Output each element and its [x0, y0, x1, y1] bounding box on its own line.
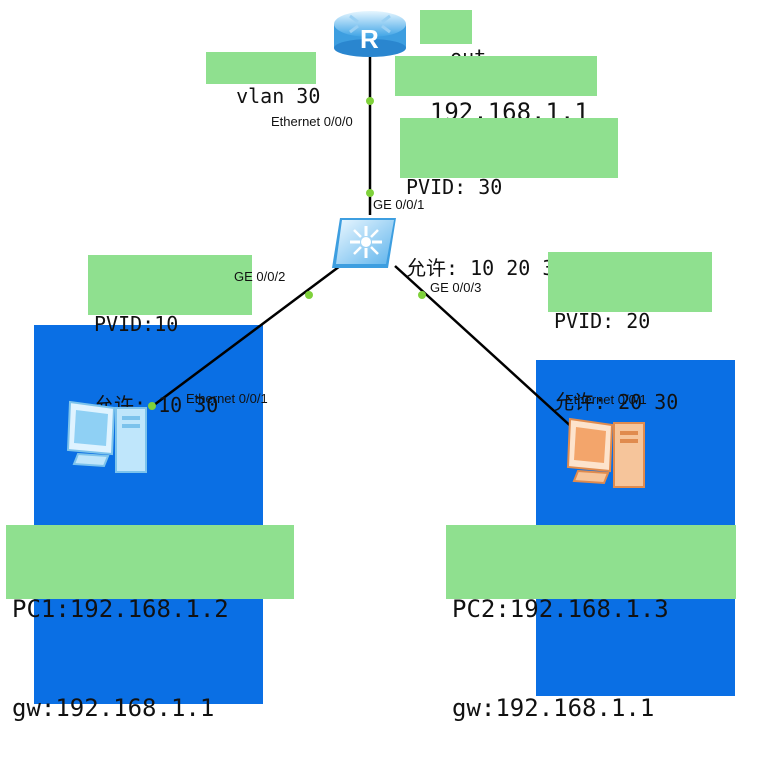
port-dot-switch-pc1 — [305, 291, 313, 299]
pc1-ip-label: PC1:192.168.1.2 — [12, 595, 229, 623]
pc1-gw-label: gw:192.168.1.1 — [12, 694, 215, 722]
pc1-port-label: Ethernet 0/0/1 — [186, 391, 268, 406]
router-ip-label: 192.168.1.1 — [395, 56, 597, 126]
switch-uplink-port-label: GE 0/0/1 — [373, 197, 425, 212]
router[interactable]: R — [332, 2, 408, 58]
pc2-port-label: Ethernet 0/0/1 — [565, 392, 647, 407]
port-dot-switch-uplink — [366, 189, 374, 197]
router-glyph: R — [360, 24, 379, 54]
pc2[interactable] — [560, 415, 650, 495]
router-icon — [334, 11, 406, 57]
link-switch-pc1 — [149, 264, 341, 410]
pc1-area — [34, 325, 263, 704]
switch[interactable] — [330, 214, 400, 274]
pc1-address-note: PC1:192.168.1.2 gw:192.168.1.1 — [6, 525, 294, 722]
switch-pc2-note: PVID: 20 允许: 20 30 — [548, 252, 712, 414]
switch-pc1-port-label: GE 0/0/2 — [234, 269, 286, 284]
pc1[interactable] — [60, 398, 152, 478]
switch-icon — [332, 218, 396, 268]
switch-uplink-note: PVID: 30 允许: 10 20 30 — [400, 118, 618, 280]
switch-pc2-port-label: GE 0/0/3 — [430, 280, 482, 295]
router-port-label: Ethernet 0/0/0 — [271, 114, 353, 129]
pc2-ip-label: PC2:192.168.1.3 — [452, 595, 669, 623]
router-name-label: out — [420, 10, 486, 69]
port-dot-router — [366, 97, 374, 105]
vlan-label: vlan 30 — [206, 52, 320, 108]
pc-icon — [66, 400, 147, 473]
pc-icon — [566, 417, 645, 488]
port-dot-switch-pc2 — [418, 291, 426, 299]
pc2-address-note: PC2:192.168.1.3 gw:192.168.1.1 — [446, 525, 736, 722]
switch-pc1-note: PVID:10 允许: 10 30 — [88, 255, 252, 417]
port-dot-pc1 — [148, 402, 156, 410]
pc2-gw-label: gw:192.168.1.1 — [452, 694, 655, 722]
